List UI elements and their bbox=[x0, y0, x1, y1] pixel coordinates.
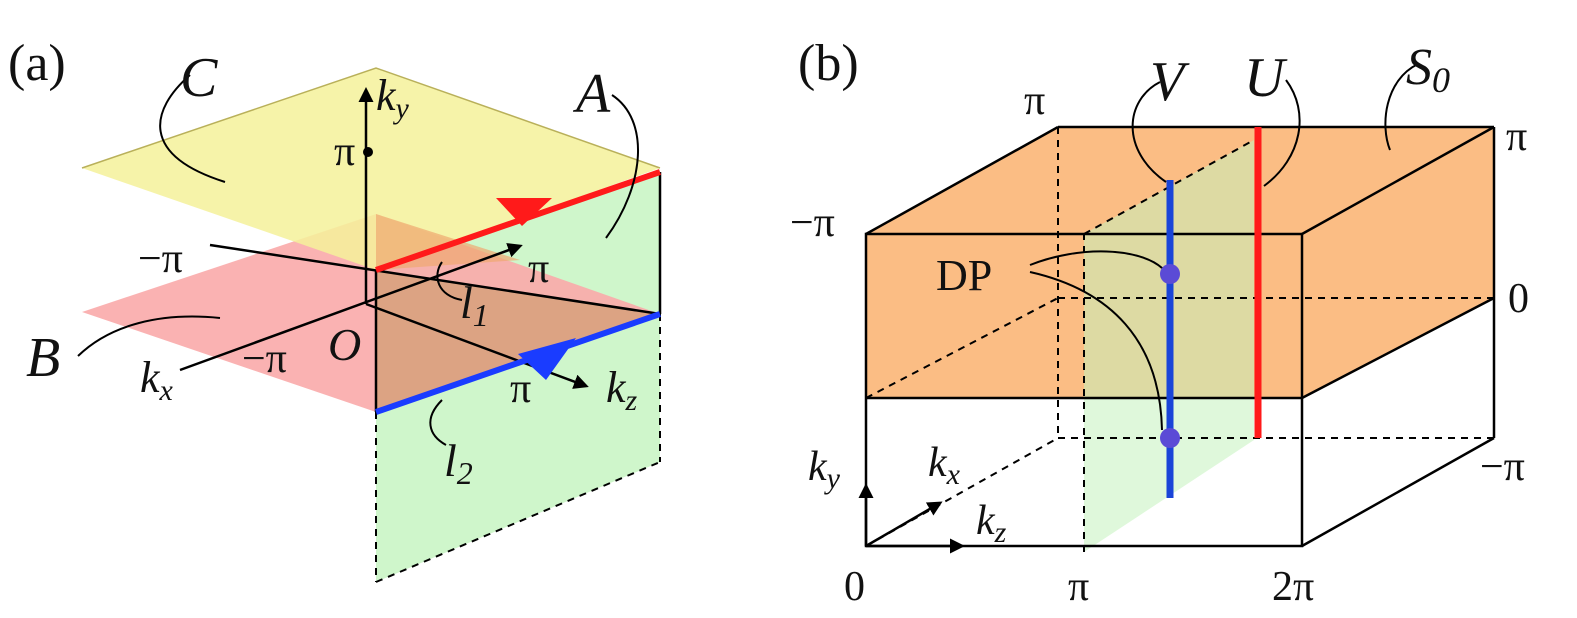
b-kx-label: kx bbox=[928, 440, 961, 491]
tick-pi-bottom: π bbox=[510, 366, 531, 412]
tick-neg-pi-right: −π bbox=[1480, 444, 1525, 490]
tick-pi-right-top: π bbox=[1506, 114, 1527, 160]
dirac-point-upper bbox=[1160, 264, 1180, 284]
surface-s0-label: S0 bbox=[1406, 39, 1450, 100]
panel-a: (a) C A bbox=[8, 35, 662, 583]
back-edge bbox=[209, 243, 661, 316]
loop-bottom-arrow-icon bbox=[518, 338, 576, 380]
tick-pi-y: π bbox=[334, 129, 355, 175]
ky-label: ky bbox=[376, 71, 410, 125]
plane-overlap bbox=[376, 270, 660, 412]
slab-right-face bbox=[1302, 127, 1494, 398]
b-kz-label: kz bbox=[976, 498, 1007, 549]
dirac-point-lower bbox=[1160, 428, 1180, 448]
tick-neg-pi-front: −π bbox=[242, 336, 287, 382]
tick-neg-pi-left: −π bbox=[790, 200, 835, 246]
tick-pi-bottom-b: π bbox=[1068, 564, 1089, 610]
loop-l1-label: l1 bbox=[460, 277, 489, 333]
plane-a-label: A bbox=[572, 63, 611, 125]
panel-b-label: (b) bbox=[798, 35, 859, 92]
panel-b: (b) bbox=[790, 35, 1529, 610]
tick-pi-right: π bbox=[528, 246, 549, 292]
kz-back-axis bbox=[179, 243, 523, 372]
b-ky-label: ky bbox=[808, 444, 841, 495]
loop-l2-label: l2 bbox=[444, 435, 473, 491]
ky-pi-point bbox=[363, 147, 373, 157]
kx-label: kx bbox=[140, 353, 174, 407]
plane-c-label: C bbox=[180, 47, 218, 109]
origin-label: O bbox=[328, 319, 361, 370]
tick-two-pi-bottom: 2π bbox=[1272, 564, 1314, 610]
tick-zero-right: 0 bbox=[1508, 276, 1529, 322]
kz-label: kz bbox=[606, 363, 638, 417]
plane-b-label: B bbox=[26, 327, 60, 389]
tick-pi-top: π bbox=[1024, 78, 1045, 124]
loop-bottom-line bbox=[375, 311, 661, 415]
tick-neg-pi-back: −π bbox=[138, 236, 183, 282]
line-u-label: U bbox=[1244, 47, 1288, 109]
loop-top-arrow-icon bbox=[496, 198, 552, 226]
tick-zero-bottom: 0 bbox=[844, 564, 865, 610]
panel-a-label: (a) bbox=[8, 35, 66, 92]
dirac-point-label: DP bbox=[936, 251, 992, 300]
line-v-label: V bbox=[1150, 51, 1190, 113]
